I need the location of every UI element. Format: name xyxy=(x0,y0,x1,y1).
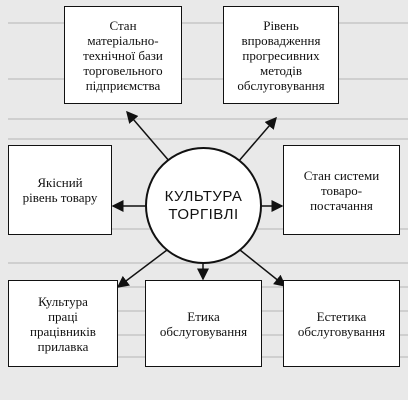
background-text-line xyxy=(8,78,408,80)
background-text-line xyxy=(8,22,408,24)
box-line: рівень товару xyxy=(22,190,98,205)
center-circle-culture-of-trade: КУЛЬТУРА ТОРГІВЛІ xyxy=(145,147,262,264)
box-line: прогресивних xyxy=(242,47,320,63)
box-line: матеріально- xyxy=(87,32,159,48)
box-line: працівників xyxy=(30,323,96,339)
box-service-aesthetics: Естетика обслуговування xyxy=(283,280,400,367)
box-line: Рівень xyxy=(263,17,299,33)
arrow-bottom-left xyxy=(116,249,168,288)
box-supply-system: Стан системи товаро- постачання xyxy=(283,145,400,235)
arrow-top-right xyxy=(237,116,277,163)
box-line: торговельного xyxy=(83,62,163,78)
box-labor-culture: Культура праці працівників прилавка xyxy=(8,280,118,367)
box-line: Етика xyxy=(187,308,220,324)
box-line: Якісний xyxy=(37,175,83,190)
box-line: Стан системи xyxy=(303,167,380,183)
box-service-ethics: Етика обслуговування xyxy=(145,280,262,367)
box-line: Естетика xyxy=(316,308,367,324)
box-line: Культура xyxy=(38,293,88,309)
box-product-quality: Якісний рівень товару xyxy=(8,145,112,235)
box-material-base: Стан матеріально- технічної бази торгове… xyxy=(64,6,182,104)
box-line: обслуговування xyxy=(159,323,248,339)
box-line: впровадження xyxy=(241,32,321,48)
box-line: обслуговування xyxy=(297,323,386,339)
box-line: товаро- xyxy=(320,182,363,198)
box-line: методів xyxy=(260,62,302,78)
box-line: підприємства xyxy=(85,77,161,93)
center-title-line-1: КУЛЬТУРА xyxy=(164,187,243,205)
arrow-top-left xyxy=(126,110,171,163)
box-line: обслуговування xyxy=(237,77,325,93)
box-line: Стан xyxy=(109,17,137,33)
arrow-bottom-right xyxy=(239,249,287,287)
box-line: технічної бази xyxy=(83,47,163,63)
center-title-line-2: ТОРГІВЛІ xyxy=(168,205,239,223)
box-progressive-methods: Рівень впровадження прогресивних методів… xyxy=(223,6,339,104)
background-text-line xyxy=(8,138,408,140)
background-text-line xyxy=(8,118,408,120)
box-line: праці xyxy=(48,308,78,324)
box-line: прилавка xyxy=(37,338,89,354)
box-line: постачання xyxy=(310,197,373,213)
